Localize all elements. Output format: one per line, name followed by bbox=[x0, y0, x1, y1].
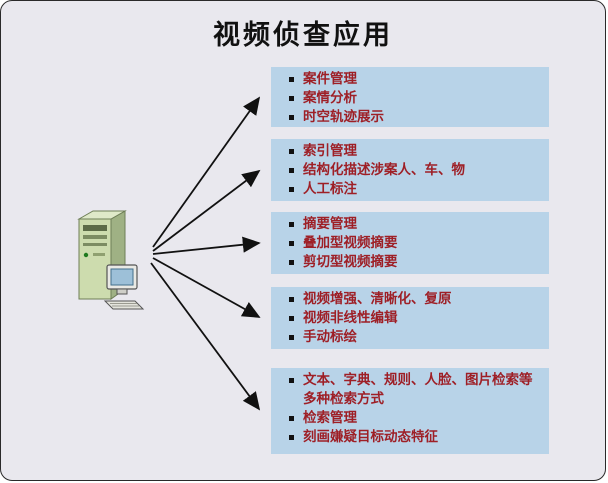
arrow-to-search bbox=[150, 262, 261, 411]
list-item: 结构化描述涉案人、车、物 bbox=[277, 161, 541, 180]
bullet-icon bbox=[289, 241, 294, 246]
bullet-icon bbox=[289, 115, 294, 120]
list-item: 检索管理 bbox=[277, 409, 541, 428]
list-item: 叠加型视频摘要 bbox=[277, 234, 541, 253]
list-item-label: 刻画嫌疑目标动态特征 bbox=[303, 429, 438, 445]
arrow-to-summary-management bbox=[152, 236, 261, 255]
list-item-label: 人工标注 bbox=[303, 181, 357, 197]
arrow-to-case-management bbox=[152, 96, 261, 248]
server-computer-icon bbox=[69, 209, 153, 313]
list-item: 剪切型视频摘要 bbox=[277, 253, 541, 272]
list-item: 索引管理 bbox=[277, 142, 541, 161]
list-item: 刻画嫌疑目标动态特征 bbox=[277, 428, 541, 447]
list-item-label: 索引管理 bbox=[303, 143, 357, 159]
list-item: 案情分析 bbox=[277, 89, 541, 108]
list-item-label: 摘要管理 bbox=[303, 216, 357, 232]
bullet-icon bbox=[289, 335, 294, 340]
feature-box-index-management: 索引管理 结构化描述涉案人、车、物 人工标注 bbox=[271, 139, 549, 201]
feature-box-case-management: 案件管理 案情分析 时空轨迹展示 bbox=[271, 67, 549, 127]
diagram-title: 视频侦查应用 bbox=[213, 20, 393, 51]
bullet-icon bbox=[289, 316, 294, 321]
list-item-label: 叠加型视频摘要 bbox=[303, 235, 398, 251]
list-item: 视频非线性编辑 bbox=[277, 309, 541, 328]
bullet-icon bbox=[289, 260, 294, 265]
list-item: 手动标绘 bbox=[277, 328, 541, 347]
bullet-icon bbox=[289, 416, 294, 421]
list-item-label: 剪切型视频摘要 bbox=[303, 254, 398, 270]
list-item-label: 案情分析 bbox=[303, 90, 357, 106]
list-item-label: 视频增强、清晰化、复原 bbox=[303, 291, 452, 307]
list-item-label: 时空轨迹展示 bbox=[303, 109, 384, 125]
bullet-icon bbox=[289, 297, 294, 302]
feature-box-summary-management: 摘要管理 叠加型视频摘要 剪切型视频摘要 bbox=[271, 212, 549, 274]
list-item-label: 手动标绘 bbox=[303, 329, 357, 345]
bullet-icon bbox=[289, 378, 294, 383]
list-item: 摘要管理 bbox=[277, 215, 541, 234]
arrow-to-index-management bbox=[152, 169, 261, 252]
list-item-label: 视频非线性编辑 bbox=[303, 310, 398, 326]
feature-box-video-enhancement: 视频增强、清晰化、复原 视频非线性编辑 手动标绘 bbox=[271, 287, 549, 349]
bullet-icon bbox=[289, 168, 294, 173]
list-item-label: 结构化描述涉案人、车、物 bbox=[303, 162, 465, 178]
list-item: 视频增强、清晰化、复原 bbox=[277, 290, 541, 309]
bullet-icon bbox=[289, 435, 294, 440]
bullet-icon bbox=[289, 222, 294, 227]
list-item-label: 案件管理 bbox=[303, 71, 357, 87]
list-item: 时空轨迹展示 bbox=[277, 108, 541, 127]
list-item-label: 检索管理 bbox=[303, 410, 357, 426]
feature-box-search: 文本、字典、规则、人脸、图片检索等多种检索方式 检索管理 刻画嫌疑目标动态特征 bbox=[271, 368, 549, 454]
arrow-to-video-enhancement bbox=[152, 257, 261, 318]
bullet-icon bbox=[289, 149, 294, 154]
bullet-icon bbox=[289, 77, 294, 82]
bullet-icon bbox=[289, 96, 294, 101]
bullet-icon bbox=[289, 187, 294, 192]
list-item-label: 文本、字典、规则、人脸、图片检索等多种检索方式 bbox=[303, 372, 533, 407]
list-item: 人工标注 bbox=[277, 180, 541, 199]
list-item: 案件管理 bbox=[277, 70, 541, 89]
list-item: 文本、字典、规则、人脸、图片检索等多种检索方式 bbox=[277, 371, 541, 409]
